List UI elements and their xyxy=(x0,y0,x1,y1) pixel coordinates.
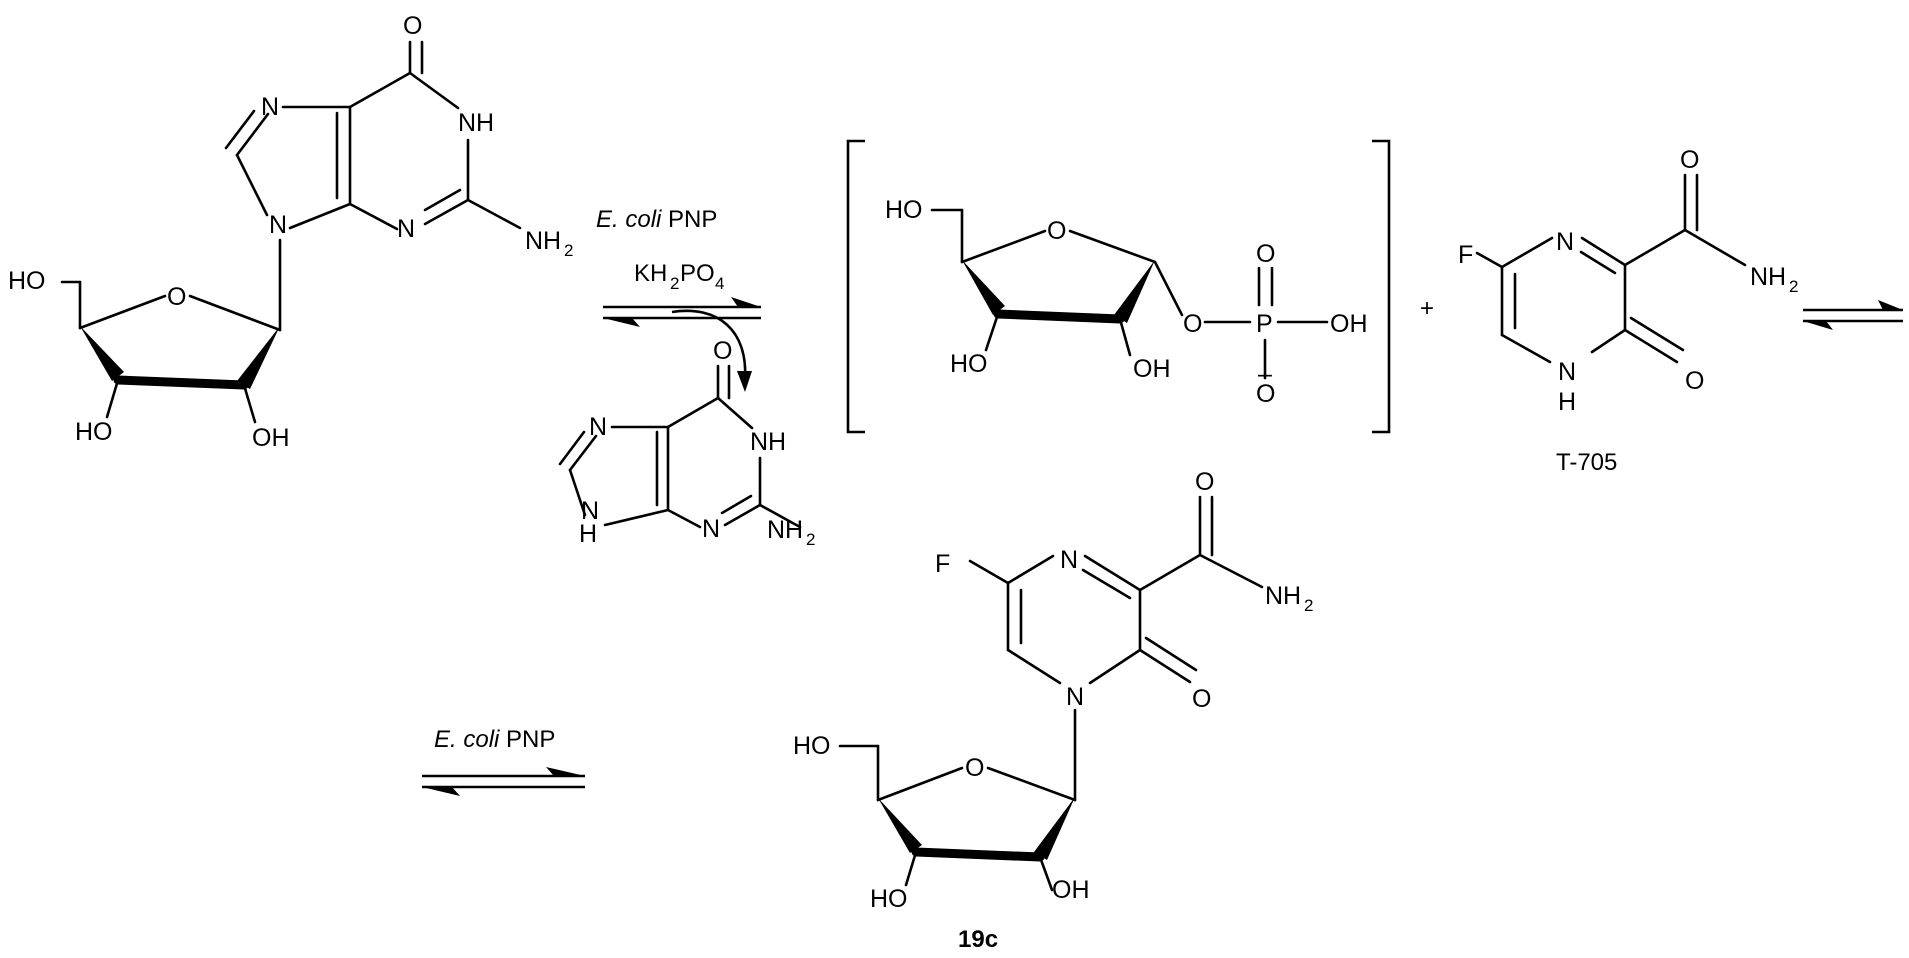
atom-F: F xyxy=(1458,241,1473,269)
equilibrium-arrow-3 xyxy=(422,767,585,796)
enzyme-label-1: E. coli PNP xyxy=(596,206,717,233)
atom-OH: OH xyxy=(1330,310,1368,338)
subscript-2: 2 xyxy=(1789,277,1798,296)
subscript-2: 2 xyxy=(564,241,573,260)
atom-OH: OH xyxy=(1133,355,1171,383)
atom-H: H xyxy=(579,520,597,548)
atom-HO: HO xyxy=(75,418,113,446)
atom-NH2: NH xyxy=(1750,263,1786,291)
atom-N: N xyxy=(1066,683,1084,711)
atom-HO: HO xyxy=(950,350,988,378)
svg-text:PO: PO xyxy=(680,260,715,287)
reagent-kh2po4: KH 2 PO 4 xyxy=(634,260,724,293)
atom-OH: OH xyxy=(252,424,290,452)
t705-structure xyxy=(1475,173,1747,364)
atom-O: O xyxy=(1195,468,1214,496)
guanosine-labels: O N NH N N NH 2 HO O HO OH xyxy=(8,12,573,452)
atom-O: O xyxy=(1685,367,1704,395)
charge-minus: – xyxy=(1258,360,1272,388)
atom-HO: HO xyxy=(885,196,923,224)
product-19c-structure xyxy=(838,495,1264,892)
svg-text:4: 4 xyxy=(715,274,724,293)
atom-O: O xyxy=(965,754,984,782)
atom-N: N xyxy=(581,497,599,525)
atom-NH2: NH xyxy=(767,516,803,544)
atom-NH2: NH xyxy=(525,227,561,255)
atom-HO: HO xyxy=(793,732,831,760)
atom-N: N xyxy=(397,215,415,243)
atom-HO: HO xyxy=(8,267,46,295)
atom-N: N xyxy=(1556,228,1574,256)
atom-N: N xyxy=(269,211,287,239)
compound-label-19c: 19c xyxy=(958,926,998,953)
equilibrium-arrow-2 xyxy=(1803,300,1903,330)
atom-F: F xyxy=(935,550,950,578)
atom-O: O xyxy=(1680,146,1699,174)
enzyme-label-2: E. coli PNP xyxy=(434,726,555,753)
atom-NH: NH xyxy=(750,428,786,456)
atom-N: N xyxy=(261,93,279,121)
subscript-2: 2 xyxy=(1304,596,1313,615)
guanine-structure xyxy=(558,364,802,529)
guanosine-structure xyxy=(60,40,522,424)
ribose-phosphate-labels: HO O HO OH O P O OH O – xyxy=(885,196,1368,408)
product-19c-labels: F N O NH 2 N O HO O HO OH xyxy=(793,468,1313,913)
plus-sign: + xyxy=(1420,295,1434,322)
subscript-2: 2 xyxy=(806,530,815,549)
atom-O: O xyxy=(1256,380,1275,408)
atom-O: O xyxy=(1256,240,1275,268)
svg-text:2: 2 xyxy=(670,274,679,293)
atom-O: O xyxy=(1183,310,1202,338)
atom-OH: OH xyxy=(1052,876,1090,904)
atom-O: O xyxy=(403,12,422,40)
atom-N: N xyxy=(702,515,720,543)
atom-NH2: NH xyxy=(1265,582,1301,610)
atom-N: N xyxy=(1060,546,1078,574)
atom-N: N xyxy=(1558,358,1576,386)
atom-H: H xyxy=(1558,388,1576,416)
compound-label-t705: T-705 xyxy=(1556,449,1617,476)
atom-P: P xyxy=(1256,310,1273,338)
equilibrium-arrow-1 xyxy=(603,297,761,392)
bracket-right xyxy=(1372,139,1391,434)
atom-O: O xyxy=(713,337,732,365)
svg-text:KH: KH xyxy=(634,260,667,287)
atom-HO: HO xyxy=(870,885,908,913)
guanine-labels: O N NH N N H NH 2 xyxy=(579,337,815,549)
bracket-left xyxy=(846,139,865,434)
atom-NH: NH xyxy=(458,109,494,137)
atom-N: N xyxy=(589,413,607,441)
atom-O: O xyxy=(1047,217,1066,245)
atom-O: O xyxy=(167,283,186,311)
t705-labels: F N O NH 2 N H O xyxy=(1458,146,1798,416)
atom-O: O xyxy=(1192,685,1211,713)
ribose-phosphate-structure xyxy=(930,208,1329,380)
